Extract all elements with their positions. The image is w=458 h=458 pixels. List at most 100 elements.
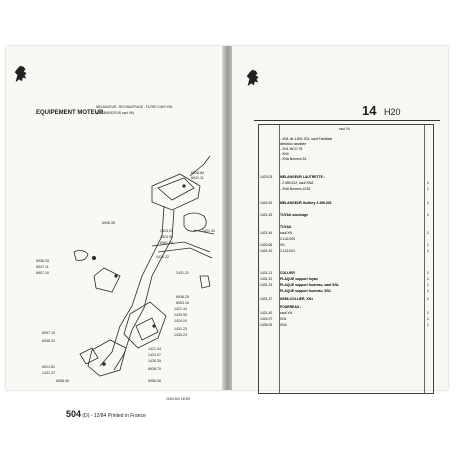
callout-label: 6921.81 bbox=[42, 365, 55, 369]
part-description: - XN1 de 1.801.001, sauf Familiale bbox=[280, 137, 333, 141]
table-row: direction assistée bbox=[259, 142, 433, 148]
table-row: 1431.22 PLAQUE support tuyau 1 bbox=[259, 277, 433, 283]
part-reference: 1431.21 bbox=[260, 271, 273, 275]
callout-label: 1424.92 bbox=[160, 235, 173, 239]
footer-model: 504 bbox=[66, 409, 82, 419]
table-row: FOURREAU : bbox=[259, 305, 433, 311]
callout-label: 1431.21 bbox=[176, 271, 189, 275]
part-description: - XN1 MCO 78 bbox=[280, 147, 303, 151]
part-quantity: 1 bbox=[427, 271, 429, 275]
section-code: H20 bbox=[384, 107, 401, 117]
callout-label: 6947.11 bbox=[36, 265, 49, 269]
callout-label: 1421.43 bbox=[202, 229, 215, 233]
part-description: - XNA Normes 1015 bbox=[280, 187, 311, 191]
callout-label: 1421.44 bbox=[148, 347, 161, 351]
part-reference: 1421.40 bbox=[260, 311, 273, 315]
table-row: TUYAU bbox=[259, 225, 433, 231]
section-subtitle-1: MELANGEUR - RECHAUFFAGE - FILTRE D'AIR X… bbox=[96, 105, 173, 109]
part-quantity: 1 bbox=[427, 323, 429, 327]
part-reference: 1421.44 bbox=[260, 231, 273, 235]
part-description: - XN4 bbox=[280, 152, 289, 156]
callout-label: 6957.10 bbox=[36, 271, 49, 275]
callout-label: 1431.23 bbox=[174, 327, 187, 331]
part-quantity: 1 bbox=[427, 249, 429, 253]
callout-label: 6936.25 bbox=[176, 295, 189, 299]
part-description: TUYAU souchage bbox=[280, 213, 309, 217]
part-description: 2.142.001 bbox=[280, 249, 296, 253]
table-row: 1424.10 2.142.001 1 bbox=[259, 249, 433, 255]
part-description: COLLIER bbox=[280, 271, 295, 275]
table-column-divider bbox=[424, 125, 425, 393]
callout-label: 6936.35 bbox=[102, 221, 115, 225]
part-description: PLAQUE support fourreau, XN1 bbox=[280, 289, 331, 293]
part-description: sauf XN bbox=[280, 311, 293, 315]
table-row: 1435.05 XN4 1 bbox=[259, 323, 433, 329]
table-row: 1431.21 COLLIER 1 bbox=[259, 271, 433, 277]
table-row: 1421.40 sauf XN 1 bbox=[259, 311, 433, 317]
callout-label: 6941.11 bbox=[191, 176, 204, 180]
part-quantity: 1 bbox=[427, 283, 429, 287]
part-description: MELANGEUR LAUTRETTE : bbox=[280, 175, 326, 179]
part-reference: 1435.05 bbox=[260, 323, 273, 327]
peugeot-lion-logo-icon bbox=[12, 64, 30, 84]
page-footer: 504 (D) - 12/84 Printed in France bbox=[66, 410, 146, 419]
table-row: - XN1 MCO 78 bbox=[259, 147, 433, 153]
open-catalog: EQUIPEMENT MOTEUR MELANGEUR - RECHAUFFAG… bbox=[6, 46, 448, 419]
callout-label: 1424.04 bbox=[174, 319, 187, 323]
part-description: - 2.496.512, sauf XNA bbox=[280, 181, 314, 185]
part-quantity: 1 bbox=[427, 289, 429, 293]
table-column-divider bbox=[279, 125, 280, 393]
callout-label: 6936.25 bbox=[36, 259, 49, 263]
part-reference: 1431.22 bbox=[260, 277, 273, 281]
section-subtitle-2: (CARBURATEUR sauf V6) bbox=[96, 111, 134, 115]
part-description: FOURREAU : bbox=[280, 305, 302, 309]
callout-label: 6958.06 bbox=[56, 379, 69, 383]
section-number: 14 bbox=[362, 103, 377, 118]
part-quantity: 1 bbox=[427, 181, 429, 185]
table-row: 1423.03 MELANGEUR LAUTRETTE : bbox=[259, 175, 433, 181]
part-reference: 1424.07 bbox=[260, 317, 273, 321]
part-description: direction assistée bbox=[280, 142, 307, 146]
table-row: PLAQUE support fourreau, XN1 1 bbox=[259, 289, 433, 295]
callout-label: 6956.06 bbox=[148, 379, 161, 383]
right-page: 14 H20 bbox=[232, 46, 448, 390]
part-description: TUYAU bbox=[280, 225, 292, 229]
part-description: - XNA Normes 81 bbox=[280, 157, 307, 161]
callout-label: 1431.37 bbox=[42, 371, 55, 375]
callout-label: 1424.07 bbox=[148, 353, 161, 357]
table-row: 2.142.000 bbox=[259, 237, 433, 243]
table-row: - 2.496.512, sauf XNA 1 bbox=[259, 181, 433, 187]
part-reference: 1431.23 bbox=[260, 283, 273, 287]
part-description: MELANGEUR Guillery 2.496.203 bbox=[280, 201, 332, 205]
part-description: PLAQUE support tuyau bbox=[280, 277, 318, 281]
part-description: XN1 bbox=[280, 317, 287, 321]
callout-label: 6938.20 bbox=[42, 339, 55, 343]
callout-label: 1435.35 bbox=[148, 359, 161, 363]
callout-label: 1421.44 bbox=[174, 307, 187, 311]
part-quantity: 1 bbox=[427, 277, 429, 281]
left-page: EQUIPEMENT MOTEUR MELANGEUR - RECHAUFFAG… bbox=[6, 46, 224, 419]
part-quantity: 1 bbox=[427, 311, 429, 315]
part-description: XN4 bbox=[280, 323, 287, 327]
part-description: XN bbox=[280, 243, 285, 247]
callout-label: 1423.03 bbox=[160, 229, 173, 233]
part-quantity: 1 bbox=[427, 231, 429, 235]
table-row: - XN4 bbox=[259, 152, 433, 158]
part-reference: 1424.10 bbox=[260, 249, 273, 253]
callout-label: 1429.95 bbox=[174, 313, 187, 317]
callout-label: 6938.75 bbox=[148, 367, 161, 371]
part-quantity: 1 bbox=[427, 317, 429, 321]
part-description: DEMI-COLLIER, XN1 bbox=[280, 297, 313, 301]
callout-label: 6918.84 bbox=[191, 171, 204, 175]
table-row: 1424.07 XN1 1 bbox=[259, 317, 433, 323]
part-reference: 1423.03 bbox=[260, 175, 273, 179]
part-reference: 1424.92 bbox=[260, 201, 273, 205]
part-quantity: 1 bbox=[427, 213, 429, 217]
footer-print: (D) - 12/84 Printed in France bbox=[82, 413, 146, 419]
header-rule bbox=[254, 120, 440, 121]
